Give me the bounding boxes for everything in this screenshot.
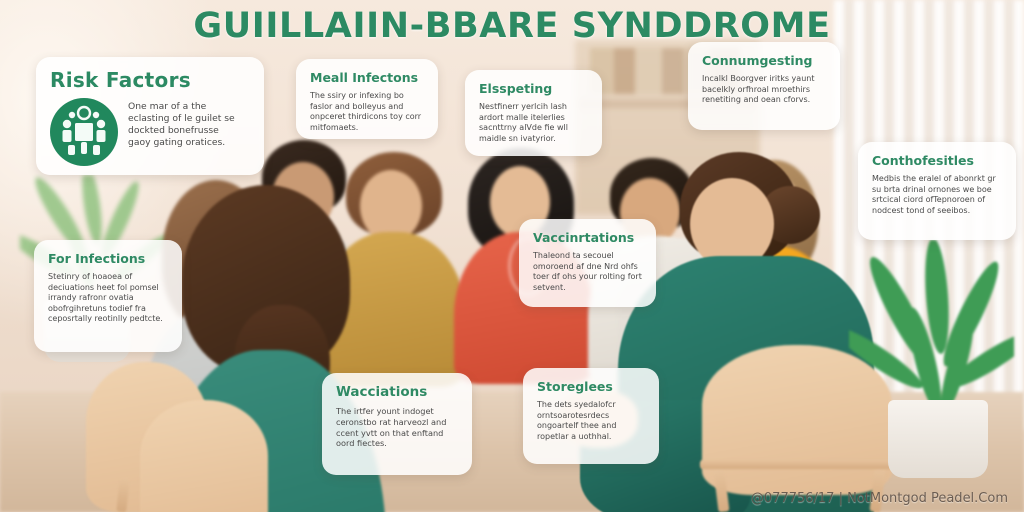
card-storeglees-body: The dets syedalofcr orntsoarotesrdecs on…: [537, 400, 617, 441]
card-connumgesting-body: Incalkl Boorgver iritks yaunt bacelkly o…: [702, 74, 815, 105]
card-vaccinrtations-body: Thaleond ta secouel omoroend af dne Nrd …: [533, 251, 642, 292]
card-elsspeting[interactable]: Elsspeting Nestfinerr yerlcih lash ardor…: [465, 70, 602, 156]
plant-pot-right: [888, 400, 988, 478]
card-wacciations-body: The irtfer yount indoget ceronstbo rat h…: [336, 406, 447, 449]
group-of-people-icon: [50, 98, 118, 166]
potted-plant-right-icon: [849, 240, 1014, 415]
card-meal-infections[interactable]: Meall Infectons The ssiry or infexing bo…: [296, 59, 438, 139]
card-connumgesting-title: Connumgesting: [702, 53, 813, 68]
card-wacciations[interactable]: Wacciations The irtfer yount indoget cer…: [322, 373, 472, 475]
card-conthofesitles-title: Conthofesitles: [872, 153, 974, 168]
person-mustard-sweater: [320, 152, 466, 387]
card-elsspeting-body: Nestfinerr yerlcih lash ardort malle ite…: [479, 102, 568, 143]
card-risk-factors-body: One mar of a the eclasting of le guilet …: [128, 101, 235, 149]
person-teal-ponytail: [154, 185, 386, 512]
card-storeglees[interactable]: Storeglees The dets syedalofcr orntsoaro…: [523, 368, 659, 464]
card-conthofesitles[interactable]: Conthofesitles Medbis the eralel of abon…: [858, 142, 1016, 240]
wooden-chair-right: [702, 345, 892, 495]
watermark-credit: @077756/17 | NotMontgod Peadel.Com: [750, 491, 1008, 506]
chair-rail-right: [700, 460, 896, 469]
card-risk-factors[interactable]: Risk Factors O: [36, 57, 264, 175]
card-risk-factors-title: Risk Factors: [50, 68, 191, 92]
page-title: GUIILLAIIN-BBARE SYNDDROME: [193, 6, 831, 46]
card-wacciations-title: Wacciations: [336, 384, 428, 400]
card-meal-infections-body: The ssiry or infexing bo faslor and boll…: [310, 91, 422, 132]
wooden-chair-left-2: [140, 400, 268, 512]
card-for-infections-title: For Infections: [48, 251, 146, 266]
card-for-infections-body: Stetinry of hoaoea of deciuations heet f…: [48, 272, 163, 324]
card-vaccinrtations-title: Vaccinrtations: [533, 230, 635, 245]
card-for-infections[interactable]: For Infections Stetinry of hoaoea of dec…: [34, 240, 182, 352]
card-connumgesting[interactable]: Connumgesting Incalkl Boorgver iritks ya…: [688, 42, 840, 130]
card-vaccinrtations[interactable]: Vaccinrtations Thaleond ta secouel omoro…: [519, 219, 656, 307]
card-elsspeting-title: Elsspeting: [479, 81, 553, 96]
card-meal-infections-title: Meall Infectons: [310, 70, 419, 85]
card-conthofesitles-body: Medbis the eralel of abonrkt gr su brta …: [872, 174, 996, 215]
card-storeglees-title: Storeglees: [537, 379, 613, 394]
